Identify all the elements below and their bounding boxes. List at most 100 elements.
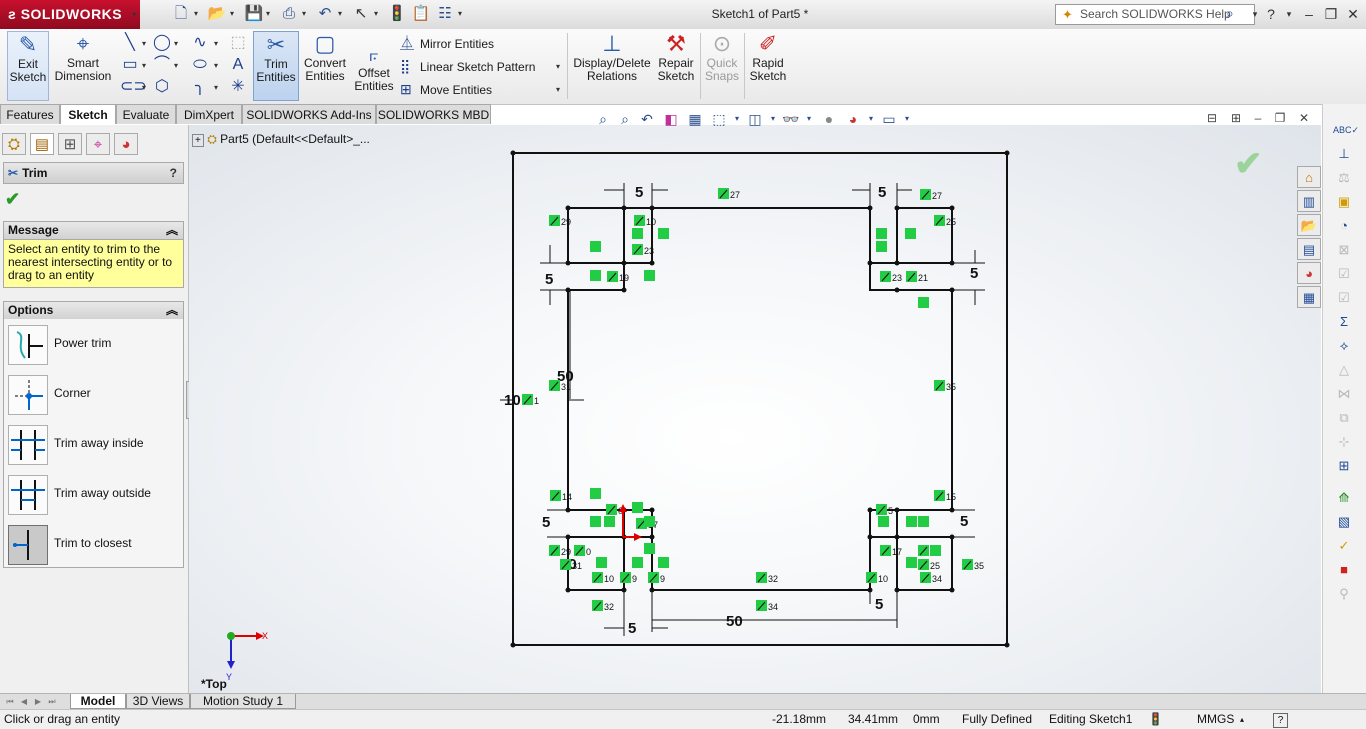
relation-marker[interactable]: 35: [962, 559, 984, 571]
relation-marker[interactable]: 15: [934, 490, 956, 502]
unit-system[interactable]: MMGS: [1197, 712, 1235, 726]
convert-entities-button[interactable]: ▢ Convert Entities: [303, 31, 347, 83]
check-sketch-icon[interactable]: ⊠: [1338, 242, 1350, 257]
arc-dropdown-icon[interactable]: ▾: [174, 61, 179, 70]
text-icon[interactable]: A: [232, 56, 244, 73]
option-corner[interactable]: Corner: [4, 371, 183, 415]
ellipse-icon[interactable]: ⬭: [193, 56, 207, 73]
tab-sketch[interactable]: Sketch: [60, 104, 116, 124]
scene-dropdown-icon[interactable]: ▾: [868, 114, 873, 123]
relation-glyph[interactable]: [590, 516, 601, 527]
tab-features[interactable]: Features: [0, 104, 60, 124]
relation-glyph[interactable]: [918, 516, 929, 527]
line-dropdown-icon[interactable]: ▾: [142, 39, 147, 48]
expand-icon[interactable]: +: [192, 134, 204, 147]
relation-marker[interactable]: 35: [934, 380, 956, 392]
polygon-icon[interactable]: ⬡: [155, 78, 169, 95]
relation-marker[interactable]: 10: [634, 215, 656, 227]
move-dropdown-icon[interactable]: ▾: [556, 85, 561, 94]
feature-manager-icon[interactable]: ⛭: [2, 133, 26, 155]
logo-menu-arrow[interactable]: ▸: [133, 9, 138, 18]
previous-view-icon[interactable]: ↶: [641, 111, 653, 127]
collapse-chevron-icon[interactable]: ︽: [165, 303, 178, 317]
point-icon[interactable]: ✳: [231, 78, 245, 95]
first-tab-arrow-icon[interactable]: ⏮: [6, 697, 14, 706]
relation-marker[interactable]: 14: [550, 490, 572, 502]
relation-glyph[interactable]: [658, 228, 669, 239]
relation-glyph[interactable]: [590, 270, 601, 281]
print-icon[interactable]: ⎙: [282, 5, 295, 22]
message-header[interactable]: Message ︽: [3, 221, 184, 240]
select-icon[interactable]: ↖: [354, 5, 368, 22]
prev-tab-arrow-icon[interactable]: ◀: [20, 697, 28, 706]
doc-minimize-icon[interactable]: –: [1254, 111, 1262, 125]
relation-glyph[interactable]: [632, 557, 643, 568]
view-palette-icon[interactable]: ▤: [1297, 238, 1321, 260]
relation-marker[interactable]: 31: [549, 380, 571, 392]
ellipse-dropdown-icon[interactable]: ▾: [214, 61, 219, 70]
relation-marker[interactable]: 29: [549, 545, 571, 557]
last-tab-arrow-icon[interactable]: ⏭: [48, 697, 56, 706]
tab-add-ins[interactable]: SOLIDWORKS Add-Ins: [242, 104, 376, 124]
fillet-icon[interactable]: ╮: [195, 78, 205, 95]
option-power-trim[interactable]: Power trim: [4, 321, 183, 365]
slot-icon[interactable]: ⊂⊃: [120, 78, 147, 95]
pattern-dropdown-icon[interactable]: ▾: [556, 62, 561, 71]
option-trim-away-inside[interactable]: Trim away inside: [4, 421, 183, 465]
option-trim-to-closest[interactable]: Trim to closest: [4, 521, 183, 565]
relation-glyph[interactable]: [590, 488, 601, 499]
close-icon[interactable]: ✕: [1347, 6, 1359, 22]
relation-glyph[interactable]: [604, 516, 615, 527]
configuration-manager-icon[interactable]: ⊞: [58, 133, 82, 155]
relation-marker[interactable]: 23: [632, 244, 654, 256]
dimension-value[interactable]: 5: [545, 271, 553, 288]
link-icon[interactable]: ⚲: [1339, 586, 1349, 601]
custom-properties-icon[interactable]: ▦: [1297, 286, 1321, 308]
design-library-icon[interactable]: ▥: [1297, 190, 1321, 212]
select-dropdown-icon[interactable]: ▾: [374, 9, 379, 18]
rebuild-status-icon[interactable]: 🚦: [1148, 712, 1163, 726]
view-orientation-dropdown-icon[interactable]: ▾: [734, 114, 739, 123]
minimize-icon[interactable]: –: [1305, 6, 1313, 22]
dynamic-annotation-icon[interactable]: ▦: [688, 111, 702, 127]
undo-dropdown-icon[interactable]: ▾: [338, 9, 343, 18]
circle-icon[interactable]: ◯: [153, 34, 171, 51]
doc-close-icon[interactable]: ✕: [1298, 111, 1310, 125]
relation-marker[interactable]: 19: [607, 271, 629, 283]
options-dropdown-icon[interactable]: ▾: [458, 9, 463, 18]
open-dropdown-icon[interactable]: ▾: [230, 9, 235, 18]
section-view-icon[interactable]: ◧: [664, 111, 678, 127]
relation-marker[interactable]: 34: [756, 600, 778, 612]
relation-marker[interactable]: 1: [522, 394, 539, 406]
relation-marker[interactable]: 0: [574, 545, 591, 557]
arc-icon[interactable]: ⌒: [153, 56, 170, 73]
doc-restore-icon[interactable]: ❐: [1274, 111, 1286, 125]
smart-dimension-button[interactable]: ⌖ Smart Dimension: [52, 31, 114, 101]
relation-glyph[interactable]: [632, 228, 643, 239]
relation-marker[interactable]: 5: [876, 504, 893, 516]
relation-marker[interactable]: 27: [718, 188, 740, 200]
dimension-value[interactable]: 50: [726, 613, 743, 630]
relation-marker[interactable]: 32: [756, 572, 778, 584]
dimension-value[interactable]: 5: [878, 184, 886, 201]
relation-marker[interactable]: 31: [560, 559, 582, 571]
relation-glyph[interactable]: [590, 241, 601, 252]
status-help-button[interactable]: ?: [1273, 713, 1288, 728]
dimension-value[interactable]: 5: [628, 620, 636, 637]
options-icon[interactable]: ☷: [438, 5, 452, 22]
unit-dropdown-icon[interactable]: ▴: [1240, 715, 1245, 724]
offset-entities-button[interactable]: ⟔ Offset Entities: [352, 41, 396, 111]
view-settings-icon[interactable]: ▭: [882, 111, 896, 127]
performance-icon[interactable]: ◔: [1340, 218, 1348, 233]
next-tab-arrow-icon[interactable]: ▶: [34, 697, 42, 706]
scale-icon[interactable]: ⚖: [1338, 170, 1350, 185]
help-icon[interactable]: ?: [1267, 6, 1275, 22]
relation-glyph[interactable]: [658, 557, 669, 568]
sketch-picture-icon[interactable]: ⬚: [230, 34, 246, 51]
display-manager-icon[interactable]: ◕: [114, 133, 138, 155]
options-header[interactable]: Options ︽: [3, 301, 184, 320]
trim-entities-button[interactable]: ✂ Trim Entities: [253, 31, 299, 101]
restore-icon[interactable]: ❐: [1324, 6, 1338, 22]
color-icon[interactable]: ■: [1340, 562, 1348, 577]
tab-model[interactable]: Model: [70, 694, 126, 709]
